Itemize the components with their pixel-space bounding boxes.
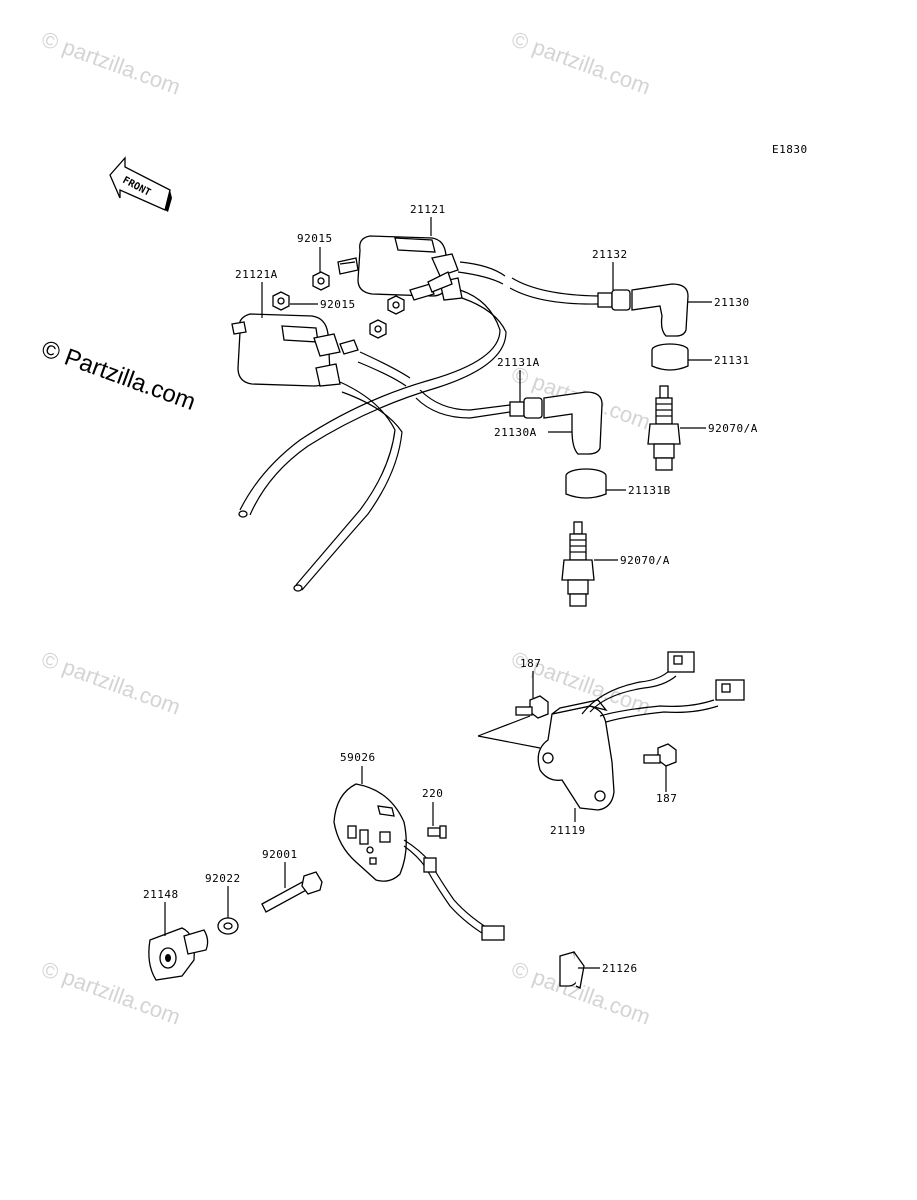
front-arrow-icon: FRONT <box>109 156 172 212</box>
label-220: 220 <box>422 787 443 800</box>
label-21126: 21126 <box>602 962 638 975</box>
label-21119: 21119 <box>550 824 586 837</box>
seal-21131B <box>565 468 607 499</box>
spark-plug-lower <box>561 521 595 607</box>
ic-igniter-21119 <box>537 651 745 811</box>
ignition-coil-21121A <box>231 313 359 387</box>
screw-220 <box>427 825 447 839</box>
label-21132: 21132 <box>592 248 628 261</box>
diagram-code: E1830 <box>772 143 808 156</box>
label-187: 187 <box>520 657 541 670</box>
bolt-187 <box>515 695 677 767</box>
plug-cap-21130 <box>597 283 689 337</box>
nut-92015 <box>272 271 405 339</box>
label-59026: 59026 <box>340 751 376 764</box>
label-92001: 92001 <box>262 848 298 861</box>
label-92022: 92022 <box>205 872 241 885</box>
label-21131: 21131 <box>714 354 750 367</box>
label-21131B: 21131B <box>628 484 671 497</box>
bolt-92001 <box>261 871 323 913</box>
labels-upper: 21121 92015 21121A 92015 21132 21130 211… <box>235 203 758 567</box>
spark-plug-upper <box>647 385 681 471</box>
label-21130: 21130 <box>714 296 750 309</box>
label-92015: 92015 <box>320 298 356 311</box>
seal-21131 <box>651 343 689 371</box>
watermark-main: © Partzilla.com <box>38 335 199 416</box>
rotor-21148 <box>148 927 209 981</box>
plug-cap-21130A <box>509 391 603 455</box>
label-92070A: 92070/A <box>708 422 758 435</box>
washer-92022 <box>217 917 239 935</box>
watermark: © partzilla.com <box>38 26 184 99</box>
pickup-plate-59026 <box>333 783 505 941</box>
plug-leads <box>238 261 599 592</box>
label-21130A: 21130A <box>494 426 537 439</box>
label-21121A: 21121A <box>235 268 278 281</box>
label-187: 187 <box>656 792 677 805</box>
label-21131A: 21131A <box>497 356 540 369</box>
watermark: © partzilla.com <box>38 646 184 719</box>
coil-fittings <box>409 271 453 301</box>
ignition-coil-21121 <box>337 235 463 301</box>
label-21121: 21121 <box>410 203 446 216</box>
label-92015: 92015 <box>297 232 333 245</box>
label-92070A: 92070/A <box>620 554 670 567</box>
labels-lower: 187 187 21119 59026 220 92001 92022 2114… <box>143 657 677 975</box>
clamp-21126 <box>559 951 585 989</box>
label-21148: 21148 <box>143 888 179 901</box>
watermark: © partzilla.com <box>508 26 654 99</box>
